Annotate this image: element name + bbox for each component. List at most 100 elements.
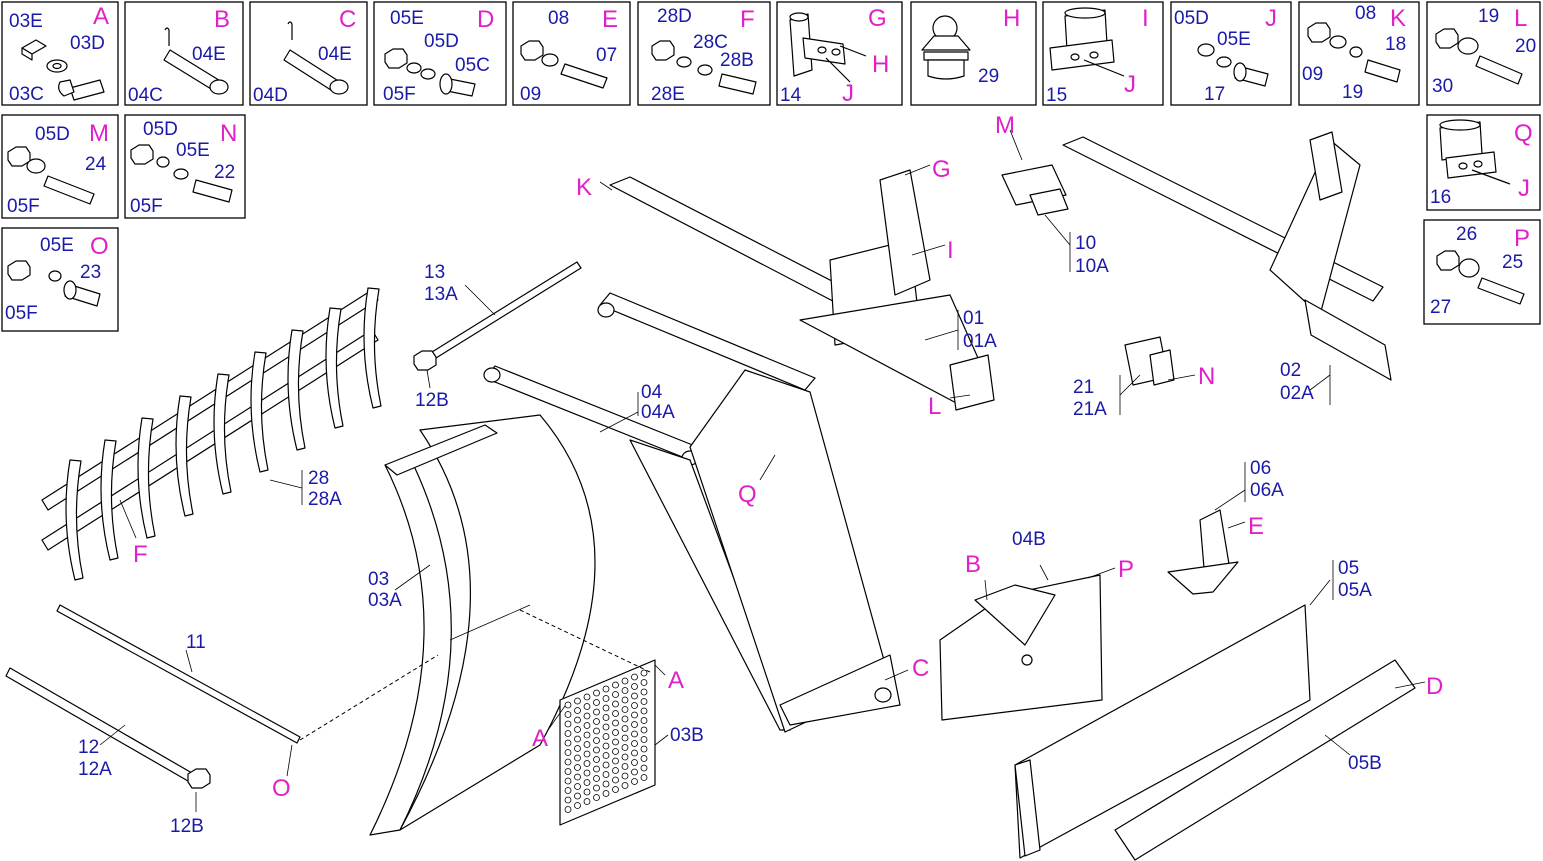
- perforation-hole: [583, 731, 591, 739]
- rod-11: 11 O: [56, 604, 301, 802]
- inset-letter: L: [1514, 5, 1527, 32]
- inset-letter: D: [477, 6, 494, 33]
- perforation-hole: [640, 745, 648, 753]
- rod-12: 12 12A 12B: [5, 667, 211, 837]
- part-label: 28B: [720, 50, 754, 71]
- inset-box-q: Q 16 J: [1426, 114, 1541, 211]
- perforation-hole: [640, 755, 648, 762]
- part-label: 05E: [390, 8, 424, 29]
- part-label: H: [872, 51, 889, 78]
- part-label: 05D: [1174, 8, 1209, 29]
- part-label: 21: [1073, 377, 1094, 398]
- inset-box-f: F 28D 28C 28B 28E: [637, 1, 771, 106]
- inset-letter: M: [89, 120, 109, 147]
- part-label: 15: [1046, 85, 1067, 106]
- perforation-hole: [602, 695, 610, 702]
- part-label: 05B: [1348, 753, 1382, 774]
- inset-box-n: N 05D 05E 22 05F: [124, 114, 246, 219]
- part-label: 29: [978, 66, 999, 87]
- perforation-hole: [621, 763, 629, 770]
- part-label: 23: [80, 262, 101, 283]
- part-label: 04D: [253, 85, 288, 106]
- stand-06: 06 06A E: [1167, 458, 1284, 595]
- part-label: 03C: [9, 84, 44, 105]
- perforation-hole: [631, 778, 638, 785]
- perforation-hole: [593, 737, 600, 744]
- perforation-hole: [574, 764, 581, 771]
- tine-comb-assembly: 28 28A F: [41, 287, 382, 581]
- inset-letter: N: [220, 120, 237, 147]
- perforation-hole: [631, 730, 638, 738]
- perforation-hole: [602, 685, 610, 693]
- part-label: 04E: [318, 44, 352, 65]
- perforation-hole: [640, 726, 648, 734]
- perforation-hole: [621, 677, 629, 685]
- perforation-hole: [612, 681, 619, 689]
- perforation-hole: [564, 787, 572, 794]
- part-label: 11: [186, 632, 206, 653]
- inset-letter: C: [339, 6, 356, 33]
- part-label: 04A: [641, 402, 675, 423]
- perforation-hole: [612, 786, 619, 793]
- part-label: 04B: [1012, 529, 1046, 550]
- perforation-hole: [640, 679, 648, 686]
- callout-letter: I: [947, 237, 954, 264]
- part-label: 12: [78, 737, 99, 758]
- part-label: 28C: [693, 32, 728, 53]
- part-label: 21A: [1073, 399, 1107, 420]
- callout-letter: K: [576, 174, 592, 201]
- inset-letter: K: [1390, 5, 1406, 32]
- part-label: 18: [1385, 34, 1406, 55]
- perforation-hole: [574, 697, 581, 705]
- callout-letter: Q: [738, 481, 757, 508]
- part-label: 08: [1355, 3, 1376, 24]
- inset-letter: B: [214, 6, 230, 33]
- assembly-line: [519, 609, 651, 673]
- inset-letter: P: [1514, 225, 1530, 252]
- perforation-hole: [640, 707, 648, 715]
- part-label: 04C: [128, 85, 163, 106]
- assembly-line: [299, 654, 439, 741]
- part-label: 05F: [130, 196, 163, 217]
- part-label: J: [842, 80, 854, 107]
- callout-letter: P: [1118, 556, 1134, 583]
- perforation-hole: [583, 760, 591, 767]
- part-label: 05F: [5, 303, 38, 324]
- part-label: 06: [1250, 458, 1271, 479]
- perforation-hole: [564, 711, 572, 718]
- inset-box-h: H 29: [910, 1, 1037, 106]
- part-label: 05A: [1338, 580, 1372, 601]
- part-label: 12A: [78, 759, 112, 780]
- perforation-hole: [593, 775, 600, 782]
- part-label: 03: [368, 569, 389, 590]
- inset-box-m: M 05D 24 05F: [1, 114, 119, 219]
- perforation-hole: [640, 736, 648, 743]
- part-label: 10: [1075, 233, 1096, 254]
- perforation-hole: [621, 687, 629, 694]
- perforation-hole: [640, 688, 648, 696]
- perforation-hole: [602, 790, 610, 797]
- perforation-hole: [564, 796, 572, 804]
- inset-letter: J: [1265, 5, 1277, 32]
- part-label: 19: [1342, 82, 1363, 103]
- perforation-hole: [574, 773, 581, 781]
- part-label: 22: [214, 162, 235, 183]
- rod-13: 13 13A 12B: [413, 261, 582, 411]
- arm-04: 04 04A Q C: [483, 292, 929, 733]
- perforation-hole: [583, 722, 591, 729]
- perforation-hole: [621, 753, 629, 761]
- callout-letter: B: [965, 551, 981, 578]
- perforation-hole: [640, 764, 648, 772]
- perforation-hole: [583, 693, 591, 701]
- perforation-hole: [564, 768, 572, 775]
- part-label: 27: [1430, 297, 1451, 318]
- bracket-10: M 10 10A: [995, 112, 1109, 277]
- part-label: 03A: [368, 590, 402, 611]
- perforation-hole: [574, 745, 581, 752]
- part-label: 14: [780, 85, 802, 106]
- inset-box-e: E 08 07 09: [512, 1, 631, 106]
- part-label: 03D: [70, 33, 105, 54]
- part-label: 26: [1456, 224, 1477, 245]
- perforation-hole: [612, 729, 619, 736]
